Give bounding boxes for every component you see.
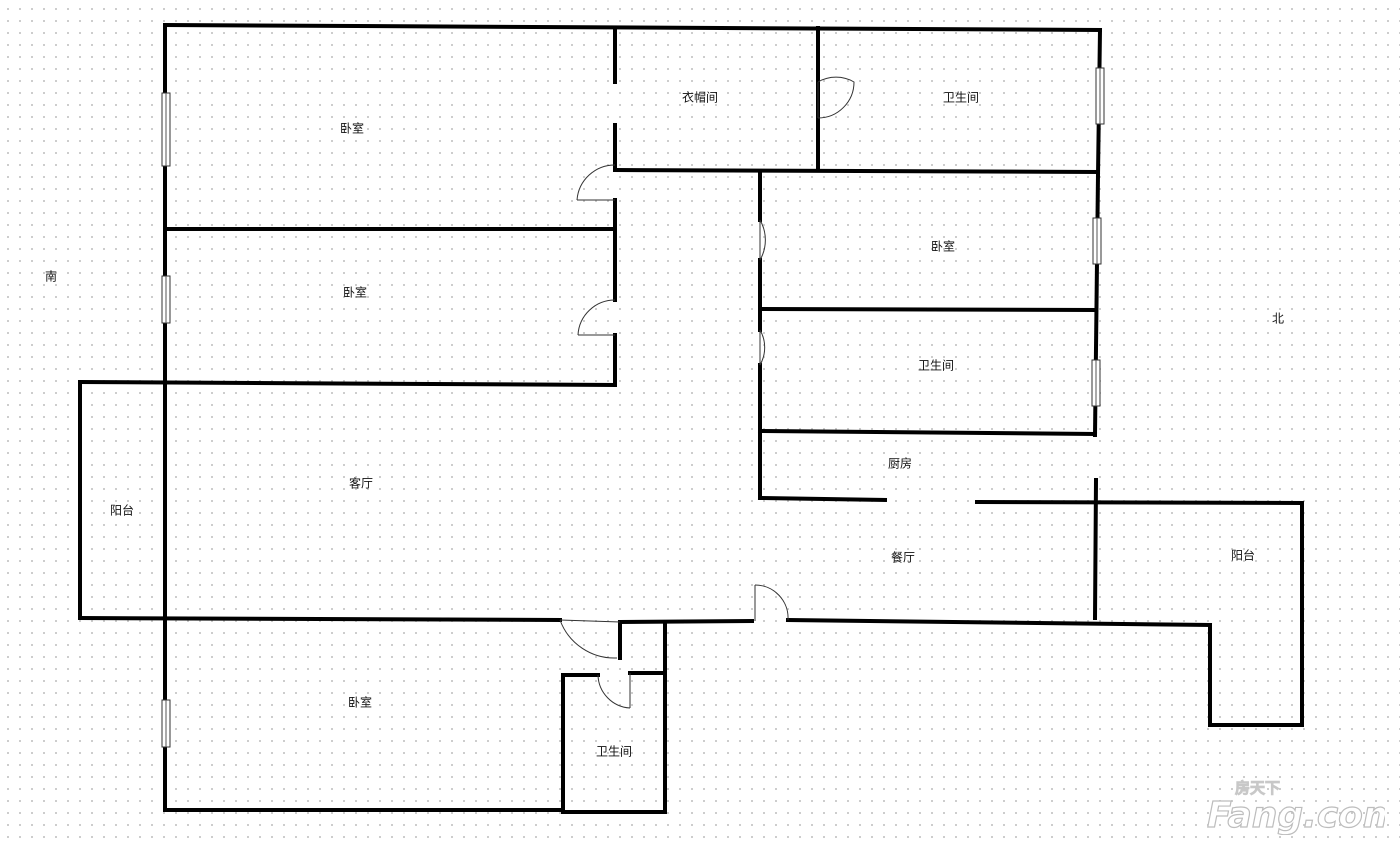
room-label-bedroom: 卧室	[931, 239, 955, 254]
room-label-bedroom: 卧室	[340, 121, 364, 136]
window	[1092, 217, 1102, 265]
door-bathroom-2	[759, 329, 766, 366]
wall-living-bottom	[77, 615, 563, 623]
window	[161, 699, 171, 748]
compass-north-label: 北	[1272, 312, 1284, 326]
room-label-kitchen: 厨房	[888, 456, 912, 471]
door-bathroom-3	[597, 673, 631, 709]
room-label-bathroom: 卫生间	[943, 91, 979, 105]
room-label-cloakroom: 衣帽间	[682, 90, 718, 105]
door-bedroom-3	[759, 219, 766, 261]
compass-south-label: 南	[45, 269, 57, 284]
wall-bedroom2-bottom	[77, 379, 618, 388]
door-bedroom-2	[577, 299, 616, 336]
room-label-balcony: 阳台	[1231, 548, 1255, 563]
door-cloakroom-bathroom	[817, 76, 855, 119]
wall-dining-bottom-right	[785, 617, 1213, 628]
watermark-big-text: Fang.com	[1207, 795, 1385, 835]
room-label-dining-room: 餐厅	[891, 550, 915, 565]
wall-dining-east	[1092, 477, 1099, 621]
door-entrance	[754, 584, 789, 621]
windows	[161, 67, 1105, 748]
window	[161, 275, 171, 324]
room-label-bedroom: 卧室	[343, 285, 367, 300]
room-label-bathroom: 卫生间	[918, 359, 954, 373]
compass-labels: 南 北	[45, 269, 1284, 326]
door-bedroom-4	[559, 619, 621, 659]
fang-watermark-logo: 房天下 Fang.com	[1206, 779, 1385, 835]
room-labels: 卧室 衣帽间 卫生间 卧室 卧室 卫生间 厨房 客厅 阳台 餐厅 阳台 卧室 卫…	[110, 90, 1255, 759]
wall-top	[162, 22, 1103, 33]
wall-bathroom2-bottom	[757, 428, 1098, 437]
walls	[77, 22, 1305, 814]
window	[1095, 67, 1105, 125]
wall-cloakroom-bottom	[612, 167, 1101, 175]
window	[161, 92, 171, 167]
room-label-living-room: 客厅	[349, 476, 373, 491]
wall-kitchen-bottom-right	[974, 499, 1305, 506]
window	[1091, 359, 1101, 407]
wall-kitchen-bottom-left	[757, 495, 888, 503]
wall-bedroom3-bottom	[757, 306, 1099, 313]
watermark-small-text: 房天下	[1235, 779, 1280, 797]
room-label-bedroom: 卧室	[348, 695, 372, 710]
wall-dining-bottom-left	[617, 618, 755, 625]
room-label-balcony: 阳台	[110, 503, 134, 518]
doors	[559, 76, 855, 709]
door-cloakroom	[576, 164, 616, 201]
room-label-bathroom: 卫生间	[596, 745, 632, 759]
